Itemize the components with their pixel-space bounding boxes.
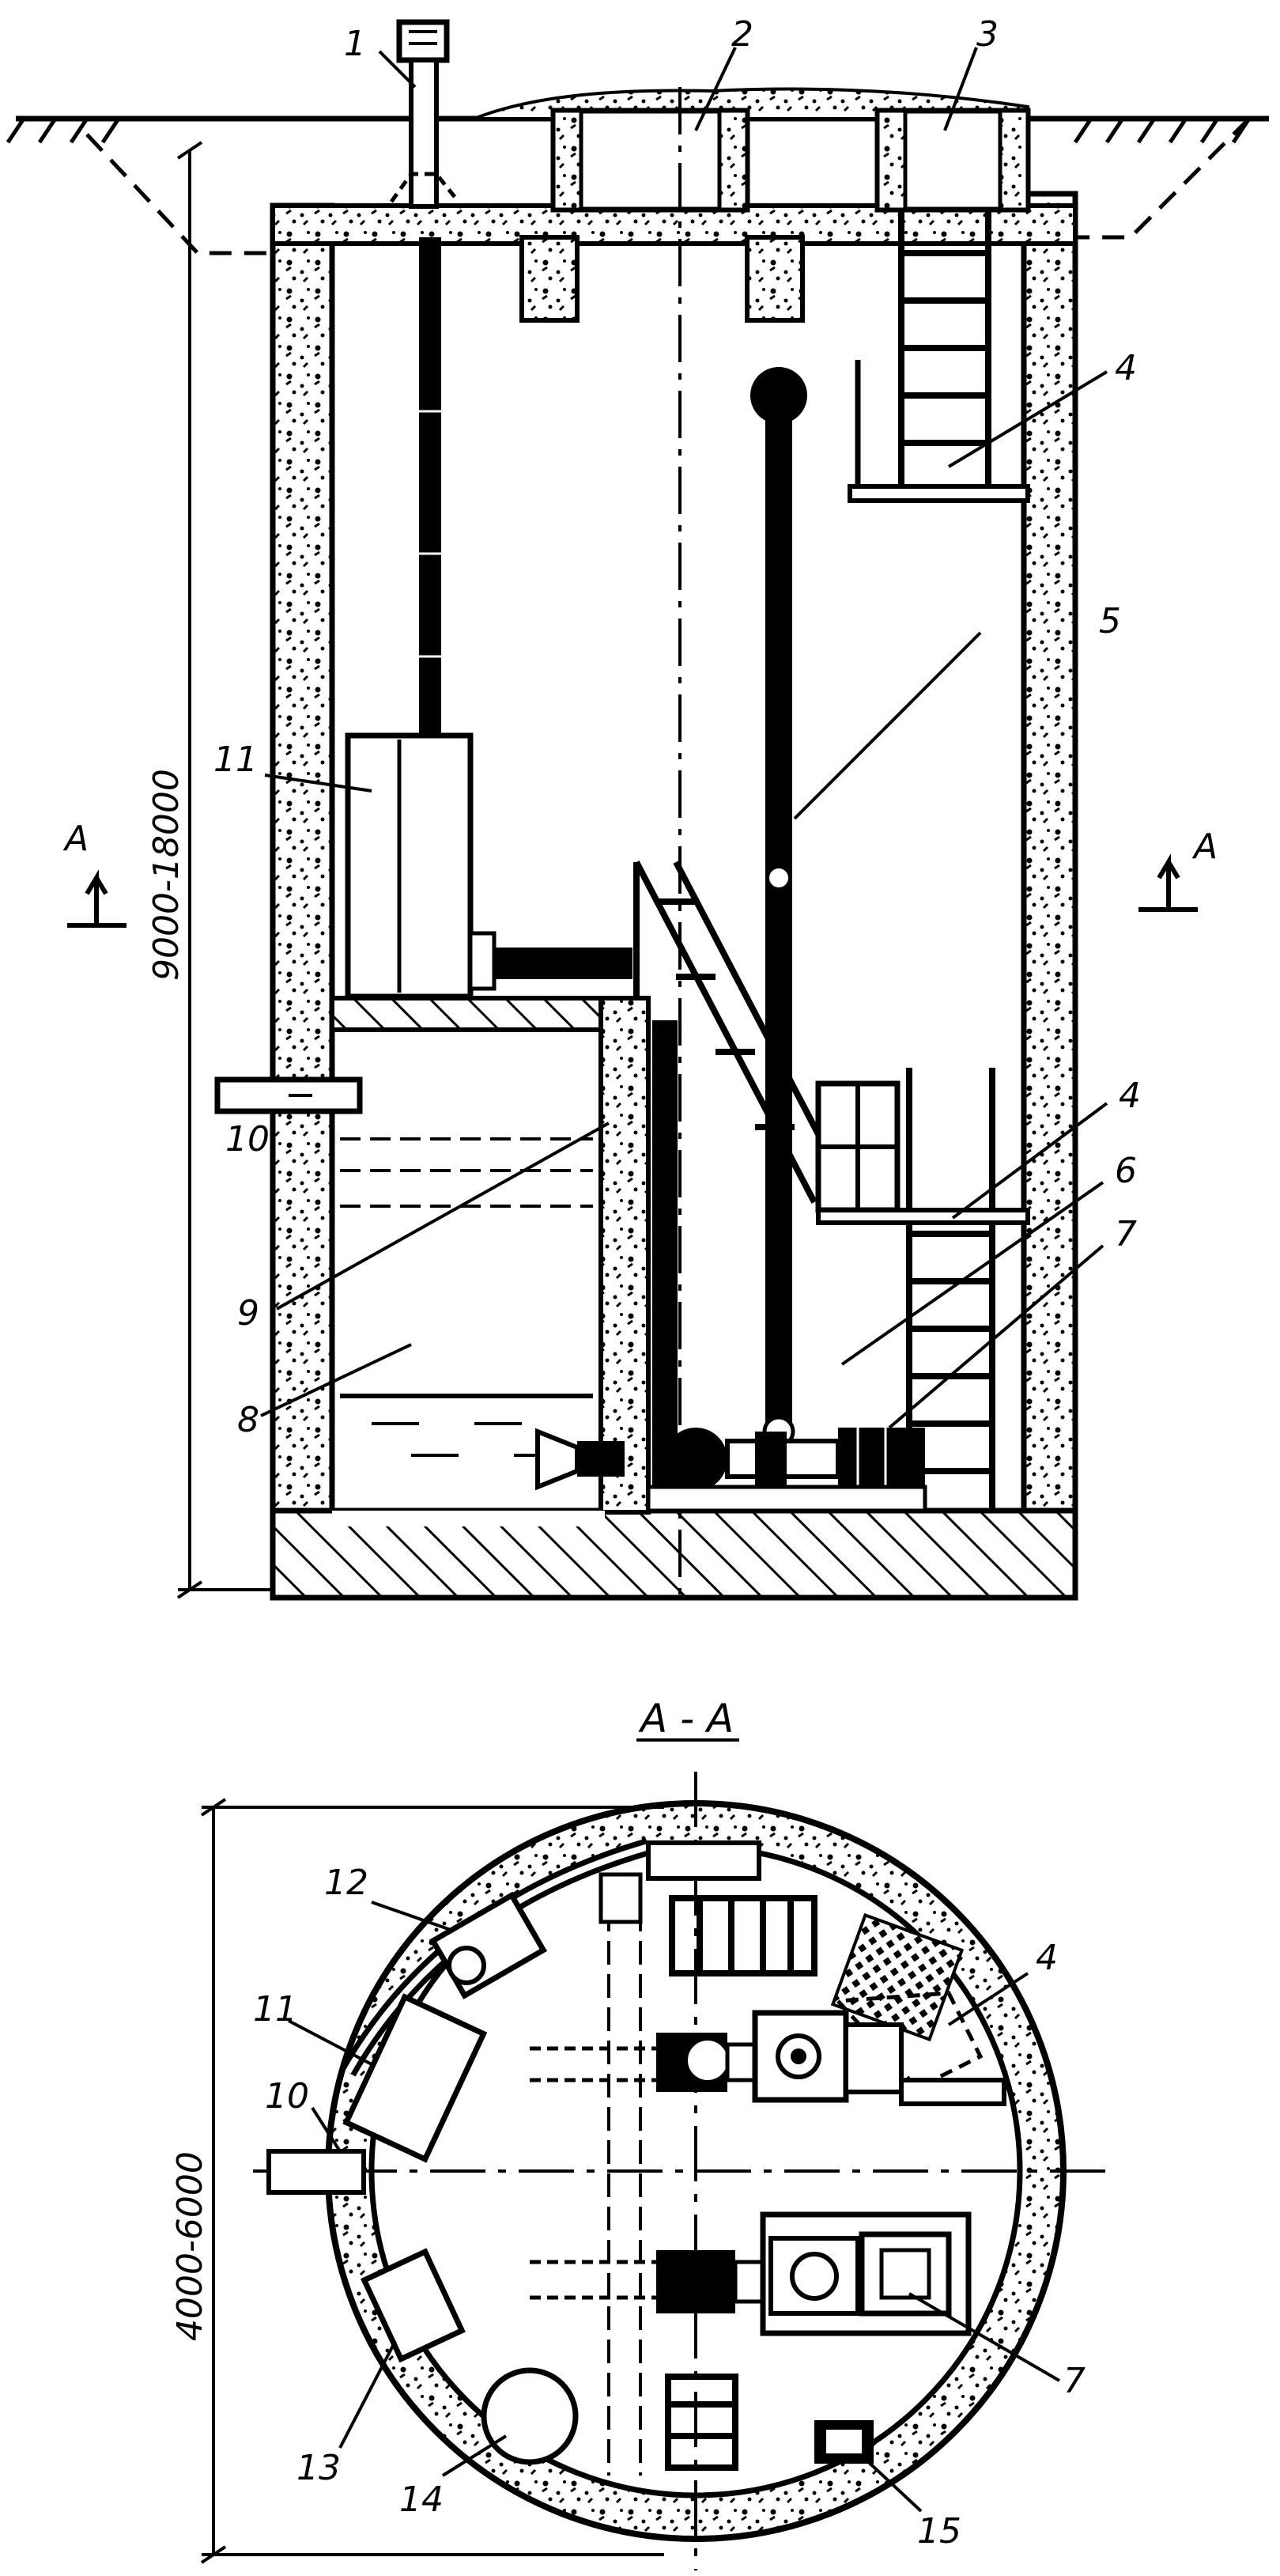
upper-leaders xyxy=(260,47,1108,1429)
callout-11-plan: 11 xyxy=(253,1989,297,2029)
plan-section: A - A xyxy=(170,1696,1107,2570)
callout-14: 14 xyxy=(399,2480,444,2520)
vent-pipe xyxy=(409,58,439,209)
pump-set-upper xyxy=(530,2010,904,2103)
callout-5: 5 xyxy=(1099,601,1121,641)
section-marker-left: A xyxy=(62,819,89,859)
floor-grating xyxy=(830,1912,965,2042)
callout-9: 9 xyxy=(237,1293,259,1333)
callout-7-section: 7 xyxy=(1115,1214,1137,1254)
hatch-neck-2-right xyxy=(717,108,749,212)
callout-8: 8 xyxy=(237,1400,259,1440)
callout-4-lower: 4 xyxy=(1119,1076,1141,1116)
vent-cap xyxy=(396,19,450,63)
callout-10-section: 10 xyxy=(225,1119,270,1159)
diameter-dimension: 4000-6000 xyxy=(170,2151,210,2341)
hatch-neck-2 xyxy=(550,108,750,213)
pump-set-lower xyxy=(530,2211,972,2336)
motor-housing xyxy=(345,732,474,1000)
height-dimension: 9000-18000 xyxy=(146,769,187,981)
hatch-neck-3-right xyxy=(998,108,1030,212)
plan-ladder-lower xyxy=(665,2374,738,2471)
callout-10-plan: 10 xyxy=(265,2076,309,2116)
top-header-block xyxy=(646,1840,761,1881)
motor-coupling xyxy=(468,931,497,991)
left-wall xyxy=(270,202,335,1601)
hatch-neck-2-left xyxy=(551,108,583,212)
pump-motor xyxy=(838,1428,925,1491)
callout-11-section: 11 xyxy=(213,740,258,780)
wet-well-top-slab xyxy=(330,996,647,1032)
callout-12: 12 xyxy=(324,1863,368,1903)
right-wall xyxy=(1021,191,1078,1601)
upper-landing xyxy=(848,484,1030,503)
callout-2: 2 xyxy=(731,14,753,55)
pump-inlet-bell xyxy=(535,1428,580,1491)
float-ball xyxy=(750,367,807,424)
callout-1: 1 xyxy=(344,24,366,64)
callout-4-upper: 4 xyxy=(1115,348,1137,388)
hatch-neck-3-left xyxy=(875,108,908,212)
cabinet-13 xyxy=(361,2248,466,2363)
vertical-section: 9000-18000 A A 1 2 3 4 5 11 4 6 xyxy=(6,14,1269,1601)
callout-7-plan: 7 xyxy=(1063,2361,1086,2401)
callout-4-plan: 4 xyxy=(1036,1938,1058,1978)
pump-volute xyxy=(664,1428,727,1491)
roof-beam-2 xyxy=(745,235,805,323)
plan-motor-11 xyxy=(342,1993,488,2163)
section-title: A - A xyxy=(638,1696,734,1742)
excavation-right xyxy=(1028,117,1251,240)
callout-13: 13 xyxy=(296,2448,341,2488)
water-lines xyxy=(340,1137,593,1208)
riser-pipe xyxy=(765,419,792,1424)
sump-14 xyxy=(481,2367,579,2465)
roof-beam-1 xyxy=(519,235,580,323)
callout-3: 3 xyxy=(976,14,999,55)
upper-ladder xyxy=(898,210,991,494)
plan-inlet-10 xyxy=(266,2149,366,2195)
callout-15: 15 xyxy=(917,2511,961,2551)
section-marker-right: A xyxy=(1191,827,1218,867)
plan-leaders xyxy=(288,1901,1061,2513)
left-drive-shaft xyxy=(419,237,441,743)
wet-well-floor xyxy=(332,1511,605,1526)
suction-pipe xyxy=(652,1020,678,1495)
excavation-left xyxy=(85,133,285,255)
partition-wall xyxy=(598,996,651,1515)
callout-6: 6 xyxy=(1115,1151,1137,1191)
plan-ladder-top xyxy=(669,1895,817,1976)
lower-landing xyxy=(816,1208,1030,1225)
horizontal-shaft xyxy=(494,948,632,979)
